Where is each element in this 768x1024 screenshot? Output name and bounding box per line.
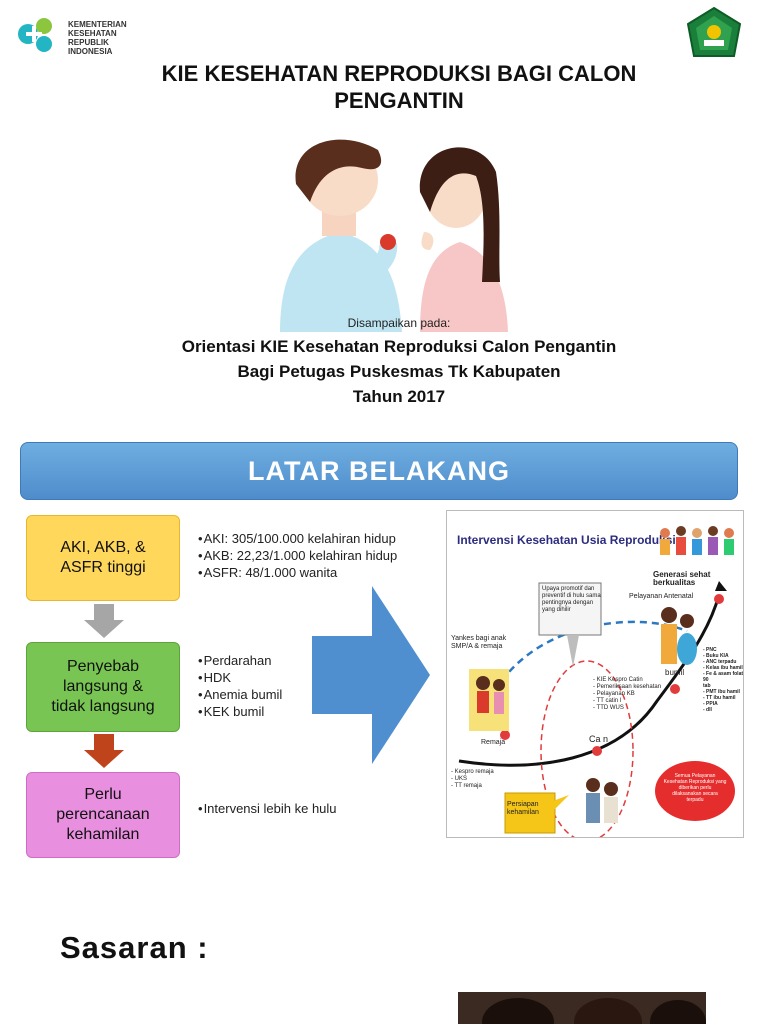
kemenkes-emblem-icon — [18, 18, 52, 52]
page-title: KIE KESEHATAN REPRODUKSI BAGI CALON PENG… — [0, 60, 768, 114]
bullet-list-causes: Perdarahan HDK Anemia bumil KEK bumil — [198, 652, 283, 720]
section-heading-sasaran: Sasaran : — [60, 930, 209, 965]
kemenag-emblem-icon — [686, 6, 742, 57]
label-antenatal: Pelayanan Antenatal — [629, 593, 694, 600]
label-bumil: bumil — [665, 668, 685, 677]
kemenkes-logo: KEMENTERIAN KESEHATAN REPUBLIK INDONESIA — [12, 12, 142, 64]
flow-box-high-rates: AKI, AKB, & ASFR tinggi — [26, 515, 180, 601]
label-remaja: Remaja — [481, 739, 506, 746]
down-arrow-gray-icon — [84, 604, 124, 638]
label-persiapan: Persiapan kehamilan — [507, 801, 539, 816]
bullet-item: Anemia bumil — [198, 686, 283, 703]
pregnant-couple-icon — [661, 607, 697, 665]
kemenkes-logo-text: KEMENTERIAN KESEHATAN REPUBLIK INDONESIA — [68, 20, 127, 56]
bride-groom-icon — [586, 778, 618, 823]
presenter-year: Tahun 2017 — [352, 387, 446, 406]
bullet-item: AKI: 305/100.000 kelahiran hidup — [198, 530, 397, 547]
figure-title: Intervensi Kesehatan Usia Reproduksi — [457, 533, 676, 547]
right-arrow-icon — [312, 586, 430, 764]
presenter-label: Disampaikan pada: — [347, 316, 451, 330]
label-generasi: Generasi sehat berkualitas — [653, 570, 711, 587]
bullet-list-intervention: Intervensi lebih ke hulu — [198, 800, 337, 817]
bullet-item: ASFR: 48/1.000 wanita — [198, 564, 397, 581]
label-catin: Ca n — [589, 734, 609, 744]
label-yankes: Yankes bagi anak SMP/A & remaja — [451, 635, 507, 650]
people-photo — [458, 992, 706, 1024]
bullet-item: Intervensi lebih ke hulu — [198, 800, 337, 817]
teen-couple-icon — [469, 669, 509, 731]
children-group-icon — [660, 526, 734, 555]
banner-title: LATAR BELAKANG — [248, 455, 510, 486]
label-terpadu: Semua Pelayanan Kesehatan Reproduksi yan… — [663, 773, 727, 803]
bullet-list-rates: AKI: 305/100.000 kelahiran hidup AKB: 22… — [198, 530, 398, 581]
list-bumil: - PNC - Buku KIA - ANC terpadu - Kelas i… — [703, 647, 744, 713]
intervention-figure: Intervensi Kesehatan Usia Reproduksi — [446, 510, 744, 838]
intervention-curve-diagram — [458, 526, 735, 837]
presenter-line-1: Orientasi KIE Kesehatan Reproduksi Calon… — [181, 337, 617, 356]
title-line-2: PENGANTIN — [334, 88, 464, 113]
bullet-item: KEK bumil — [198, 703, 282, 720]
flow-box-planning: Perlu perencanaan kehamilan — [26, 772, 180, 858]
list-catin: - KIE Kespro Catin - Pemeriksaan kesehat… — [593, 677, 662, 711]
title-line-1: KIE KESEHATAN REPRODUKSI BAGI CALON — [161, 61, 637, 86]
flow-box-causes: Penyebab langsung & tidak langsung — [26, 642, 180, 732]
list-remaja: - Kespro remaja - UKS - TT remaja — [451, 769, 494, 789]
section-banner: LATAR BELAKANG — [20, 442, 738, 500]
presenter-line-2: Bagi Petugas Puskesmas Tk Kabupaten — [237, 362, 561, 381]
kemenag-logo — [684, 6, 744, 62]
label-upaya: Upaya promotif dan preventif di hulu sam… — [542, 586, 601, 613]
couple-illustration — [270, 132, 520, 332]
down-arrow-brown-icon — [84, 734, 124, 768]
bullet-item: HDK — [198, 669, 282, 686]
bullet-item: AKB: 22,23/1.000 kelahiran hidup — [198, 547, 398, 564]
bullet-item: Perdarahan — [198, 652, 282, 669]
